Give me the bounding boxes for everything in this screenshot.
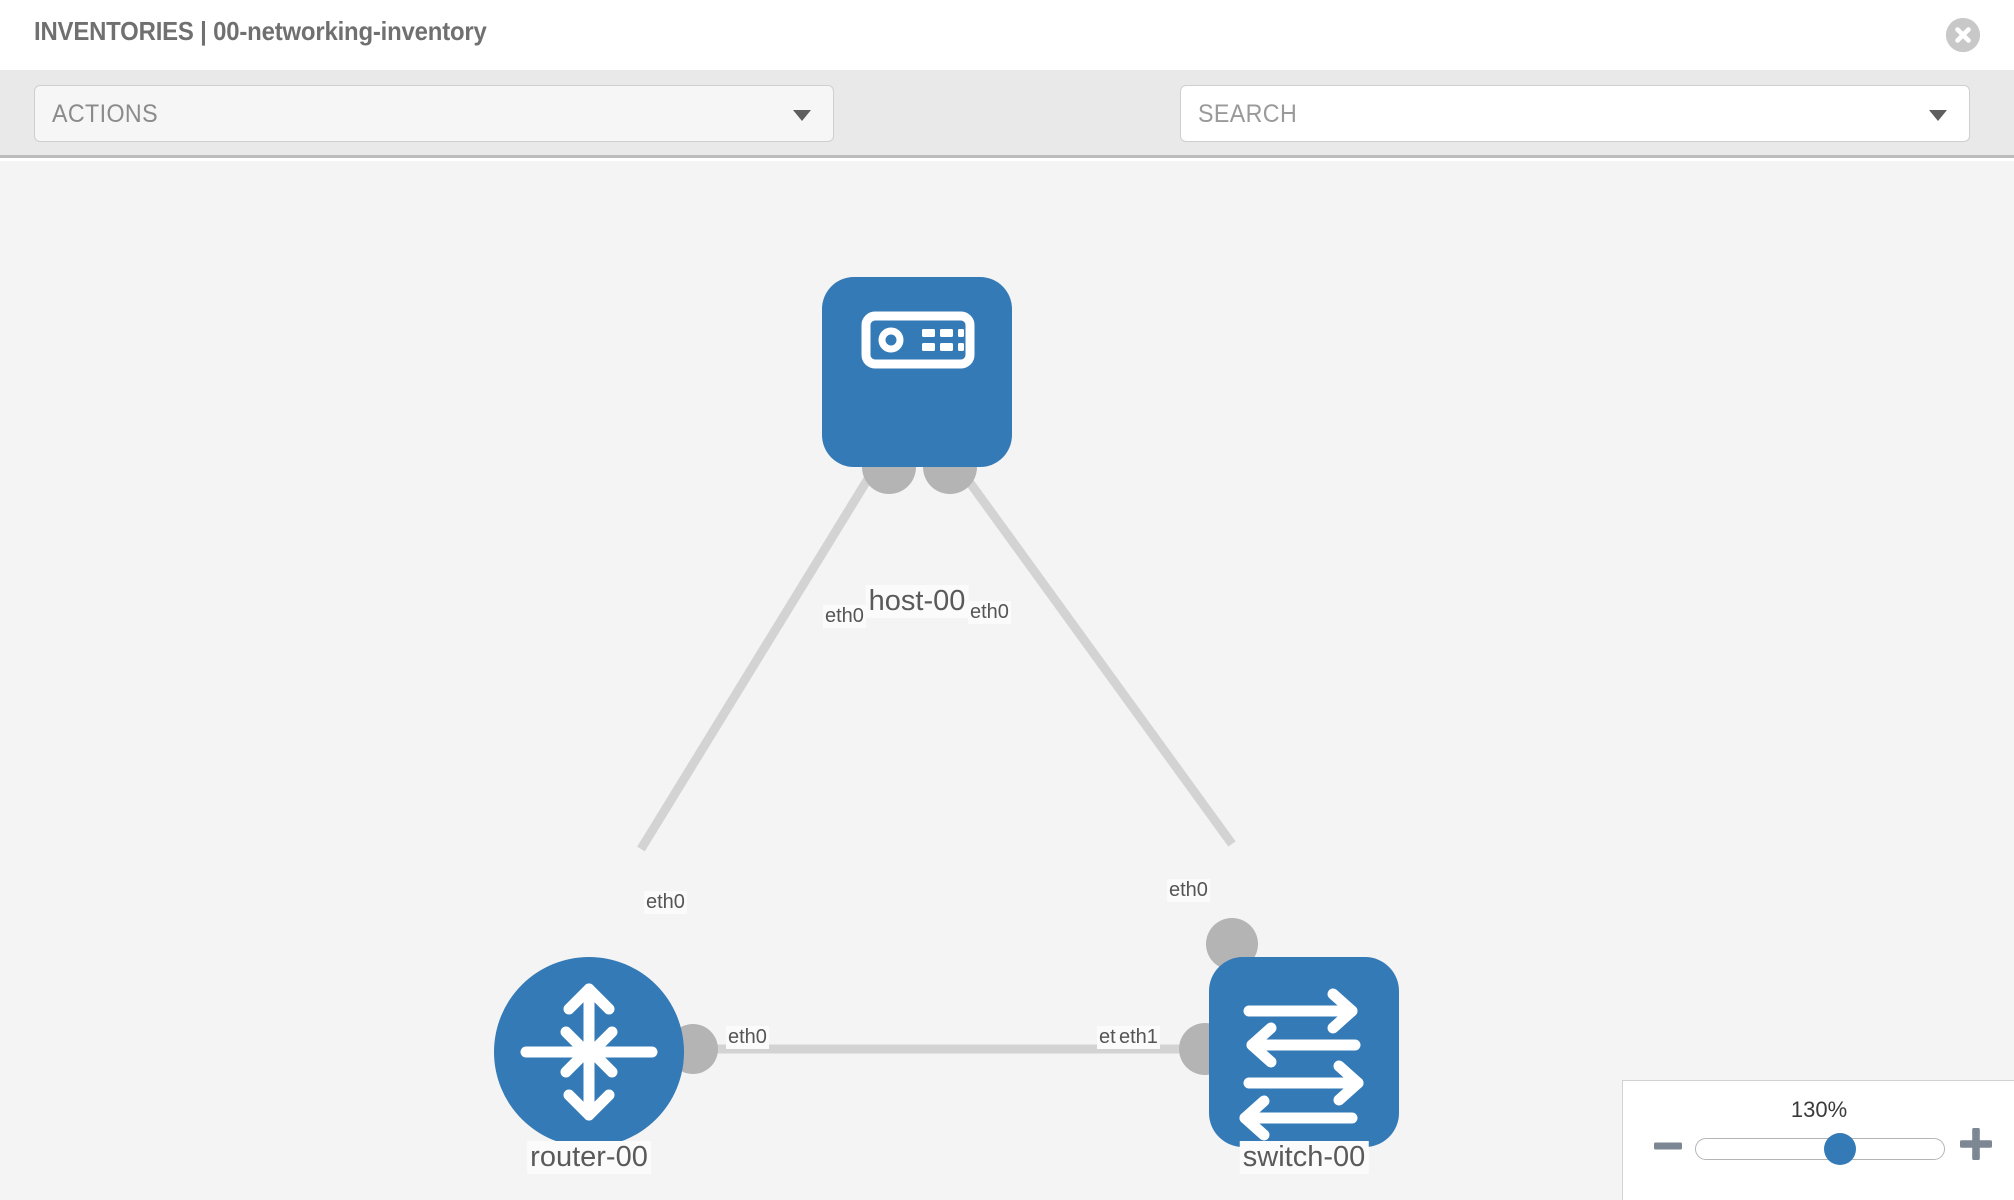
topology-canvas[interactable]: host-00 router-00 switch-00 eth0 eth0 et… <box>0 161 2014 1200</box>
node-label-host-00: host-00 <box>865 585 969 618</box>
node-label-router-00: router-00 <box>527 1141 651 1174</box>
zoom-control-panel: 130% <box>1622 1080 2014 1200</box>
node-switch-00[interactable] <box>1209 957 1399 1147</box>
topology-links <box>637 466 1236 1054</box>
iface-label-router-eth0: eth0 <box>726 1026 769 1049</box>
actions-dropdown[interactable]: ACTIONS <box>34 85 834 142</box>
zoom-slider-track[interactable] <box>1695 1138 1945 1160</box>
iface-label-host-left: eth0 <box>823 605 866 628</box>
search-placeholder: SEARCH <box>1198 100 1298 128</box>
iface-label-switch-uplink: eth0 <box>1167 879 1210 902</box>
chevron-down-icon <box>793 110 811 121</box>
router-arrows-icon <box>520 983 658 1121</box>
server-device-icon <box>861 311 975 369</box>
page-header: INVENTORIES | 00-networking-inventory <box>0 0 2014 70</box>
node-label-switch-00: switch-00 <box>1239 1141 1369 1174</box>
node-router-00[interactable] <box>494 957 684 1147</box>
topology-graph <box>494 277 1399 1147</box>
link-router-host <box>637 466 878 852</box>
zoom-slider-thumb[interactable] <box>1824 1133 1856 1165</box>
close-icon[interactable] <box>1946 18 1980 52</box>
iface-label-router-uplink: eth0 <box>644 891 687 914</box>
node-host-00[interactable] <box>822 277 1012 467</box>
page-title: INVENTORIES | 00-networking-inventory <box>34 16 487 46</box>
plus-icon[interactable] <box>1957 1125 1995 1163</box>
toolbar: ACTIONS SEARCH <box>0 70 2014 200</box>
iface-label-host-right: eth0 <box>968 601 1011 624</box>
zoom-level-value: 130% <box>1790 1097 1848 1122</box>
chevron-down-icon <box>1929 110 1947 121</box>
switch-arrows-icon <box>1239 988 1364 1141</box>
iface-label-switch-eth1: eth1 <box>1117 1026 1160 1049</box>
actions-dropdown-label: ACTIONS <box>52 100 158 128</box>
link-host-switch <box>956 466 1236 847</box>
minus-icon[interactable] <box>1651 1129 1685 1163</box>
search-input[interactable]: SEARCH <box>1180 85 1970 142</box>
